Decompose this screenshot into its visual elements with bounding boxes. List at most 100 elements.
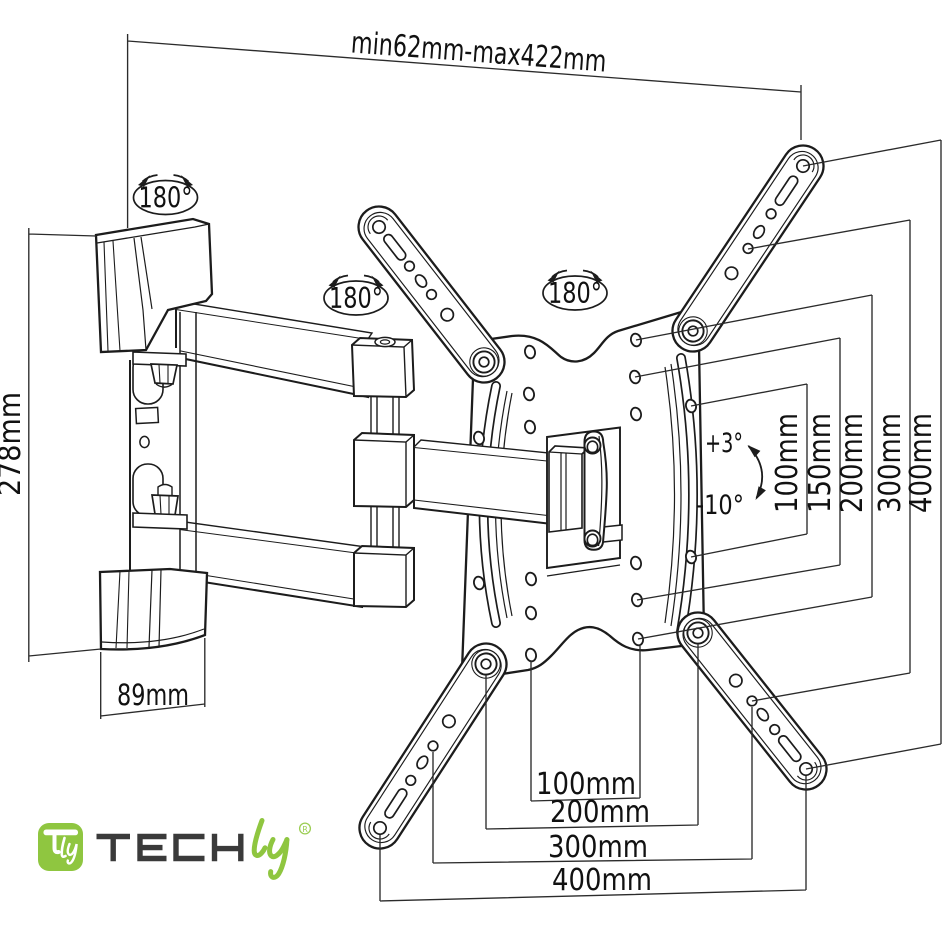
drawing-line bbox=[150, 494, 179, 516]
drawing-line bbox=[138, 175, 150, 187]
dim-width400-lines bbox=[379, 776, 807, 902]
tilt-up-label: +3° bbox=[705, 428, 743, 459]
drawing-line bbox=[480, 658, 492, 670]
drawing-line bbox=[251, 818, 268, 858]
drawing-line bbox=[405, 774, 417, 787]
drawing-line bbox=[370, 506, 400, 554]
drawing-line bbox=[664, 366, 676, 624]
drawing-line bbox=[60, 836, 67, 859]
swivel-ellipse bbox=[542, 275, 608, 311]
drawing-line bbox=[548, 451, 583, 530]
vesa-arm-bottom-left bbox=[358, 642, 508, 850]
drawing-line bbox=[678, 316, 708, 346]
drawing-line bbox=[769, 723, 781, 736]
dim-h200-lines bbox=[635, 294, 873, 640]
drawing-line bbox=[425, 288, 438, 301]
drawing-line bbox=[328, 275, 341, 288]
drawing-line bbox=[427, 740, 439, 752]
drawing-line bbox=[149, 363, 179, 385]
dim-h400-label: 400mm bbox=[904, 413, 939, 513]
vesa-hole bbox=[525, 605, 537, 621]
tilt-down-label: -10° bbox=[696, 490, 744, 521]
dim-height-label: 278mm bbox=[0, 392, 28, 496]
drawing-line bbox=[148, 569, 162, 648]
drawing-line bbox=[353, 547, 415, 607]
drawing-line bbox=[101, 628, 205, 644]
wall-pivot-bottom bbox=[132, 483, 188, 530]
dim-width300-label: 300mm bbox=[548, 830, 648, 865]
drawing-line bbox=[547, 270, 560, 283]
drawing-line bbox=[167, 300, 207, 311]
dim-depth-lines bbox=[100, 638, 206, 719]
dim-depth-label: 89mm bbox=[117, 678, 189, 712]
drawing-line bbox=[133, 236, 153, 351]
vesa-hole bbox=[525, 571, 537, 587]
drawing-line bbox=[765, 208, 777, 220]
tilt-indicator: +3° -10° bbox=[696, 428, 766, 521]
brand-logo: R bbox=[38, 818, 312, 880]
drawing-line bbox=[670, 363, 682, 627]
drawing-line bbox=[383, 233, 407, 261]
drawing-line bbox=[155, 383, 173, 388]
drawing-line bbox=[370, 396, 400, 441]
registered-mark-icon bbox=[298, 822, 312, 835]
wall-cap-top bbox=[94, 217, 214, 354]
drawing-line bbox=[137, 833, 167, 862]
tilt-bracket bbox=[546, 426, 623, 577]
drawing-line bbox=[211, 833, 244, 862]
swivel-ellipse bbox=[132, 179, 199, 216]
dim-width100-label: 100mm bbox=[536, 767, 636, 802]
swivel-indicator-elbow: 180° bbox=[323, 274, 389, 316]
dim-h300-label: 300mm bbox=[873, 413, 908, 513]
extension-arm bbox=[413, 439, 561, 526]
drawing-line bbox=[368, 821, 390, 840]
vesa-hole bbox=[473, 430, 485, 446]
vesa-hole bbox=[524, 419, 536, 435]
drawing-line bbox=[132, 512, 188, 530]
drawing-line bbox=[353, 544, 415, 609]
dim-width100-lines bbox=[530, 646, 641, 802]
elbow-joint bbox=[350, 336, 416, 609]
wall-cap-bottom bbox=[98, 567, 209, 651]
dim-h150-label: 150mm bbox=[803, 413, 838, 513]
dim-h100-label: 100mm bbox=[770, 413, 805, 513]
drawing-line bbox=[441, 714, 456, 729]
vesa-hole bbox=[630, 555, 642, 571]
drawing-line bbox=[96, 223, 210, 244]
logo-word bbox=[96, 833, 244, 862]
drawing-line bbox=[796, 761, 818, 781]
drawing-line bbox=[353, 431, 415, 509]
drawing-line bbox=[724, 266, 739, 281]
wall-plate-window bbox=[134, 406, 160, 425]
drawing-line bbox=[351, 339, 413, 398]
vesa-hole bbox=[473, 575, 485, 591]
drawing-line bbox=[478, 356, 490, 368]
drawing-line bbox=[98, 567, 209, 651]
swivel-ellipse bbox=[323, 280, 389, 316]
drawing-line bbox=[440, 307, 455, 322]
dim-extension-lines bbox=[126, 34, 802, 228]
drawing-line bbox=[157, 483, 173, 497]
drawing-line bbox=[173, 833, 205, 862]
drawing-line bbox=[403, 260, 416, 272]
swivel-angle-label: 180° bbox=[548, 277, 602, 310]
drawing-line bbox=[371, 275, 384, 288]
vesa-hole bbox=[525, 647, 537, 663]
wall-pivot-top bbox=[132, 351, 187, 388]
drawing-line bbox=[677, 354, 697, 636]
vesa-hole bbox=[523, 386, 535, 402]
drawing-line bbox=[752, 224, 766, 240]
drawing-line bbox=[175, 349, 367, 390]
dim-width200-lines bbox=[485, 644, 699, 830]
drawing-line bbox=[96, 833, 130, 862]
drawing-line bbox=[756, 707, 770, 722]
drawing-line bbox=[384, 788, 408, 819]
drawing-line bbox=[350, 336, 416, 399]
wall-bracket bbox=[94, 217, 416, 651]
vesa-hole bbox=[524, 344, 536, 360]
logo-registered: R bbox=[302, 825, 308, 834]
drawing-line bbox=[115, 570, 130, 649]
drawing-line bbox=[586, 449, 599, 453]
